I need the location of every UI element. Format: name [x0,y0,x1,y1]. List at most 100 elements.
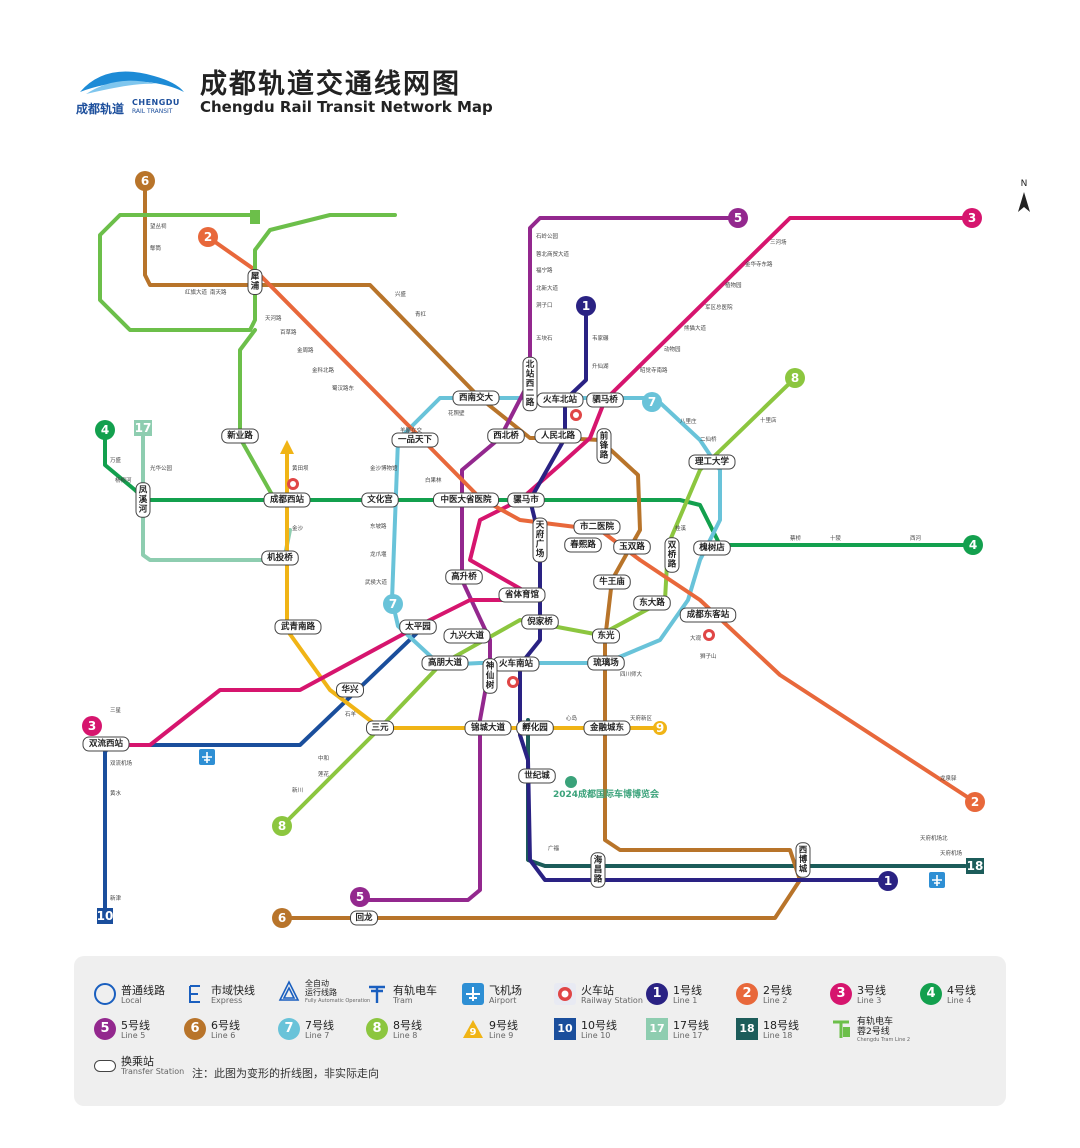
airport-icon [462,983,484,1005]
transfer-station[interactable]: 东光 [592,628,620,644]
svg-text:黄田坝: 黄田坝 [292,464,309,472]
transfer-station-label: 城 [799,863,808,874]
transfer-station[interactable]: 高升桥 [445,569,483,585]
svg-text:昭觉寺南路: 昭觉寺南路 [640,366,668,374]
transfer-station-label: 成都西站 [270,494,305,505]
transfer-station[interactable]: 锦城大道 [464,720,512,736]
transfer-station[interactable]: 一品天下 [391,432,439,448]
svg-text:五块石: 五块石 [536,334,553,342]
svg-text:大观: 大观 [690,634,702,642]
transfer-station[interactable]: 火车南站 [492,656,540,672]
transfer-station[interactable]: 槐树店 [693,540,731,556]
transfer-station[interactable]: 西南交大 [452,390,500,406]
svg-text:军区总医院: 军区总医院 [705,303,733,311]
transfer-station[interactable]: 新业路 [221,428,259,444]
transfer-station[interactable]: 神仙树 [482,658,498,694]
automatic-line-icon [278,980,300,1002]
transfer-station-label: 站 [526,368,535,379]
transfer-station[interactable]: 犀浦 [247,269,263,295]
transfer-station[interactable]: 机投桥 [261,550,299,566]
page-title: 成都轨道交通线网图 [200,69,461,100]
transfer-station[interactable]: 中医大省医院 [433,492,499,508]
transfer-station[interactable]: 高朋大道 [421,655,469,671]
transfer-station[interactable]: 市二医院 [573,519,621,535]
transfer-station[interactable]: 文化宫 [361,492,399,508]
local-line-icon [94,983,116,1005]
transfer-station-label: 树 [486,679,495,690]
transfer-station-label: 槐树店 [698,542,725,553]
svg-text:狮子山: 狮子山 [700,652,717,660]
svg-text:十里店: 十里店 [760,416,777,424]
transfer-station[interactable]: 孵化园 [516,720,554,736]
transfer-station[interactable]: 太平园 [399,619,437,635]
transfer-station[interactable]: 人民北路 [534,428,582,444]
transfer-station[interactable]: 理工大学 [688,454,736,470]
transfer-station[interactable]: 西博城 [795,842,811,878]
transfer-station[interactable]: 世纪城 [518,768,556,784]
transfer-station-label: 玉双路 [619,541,645,552]
svg-text:5: 5 [734,211,742,225]
transfer-station[interactable]: 双桥路 [664,537,680,573]
transfer-station[interactable]: 九兴大道 [443,628,491,644]
transfer-station[interactable]: 东大路 [633,595,671,611]
transfer-station-label: 琉璃场 [593,657,619,668]
svg-text:天河路: 天河路 [265,314,282,322]
svg-text:望丛祠: 望丛祠 [150,222,167,230]
svg-text:金沙: 金沙 [292,524,304,532]
transfer-station-label: 西 [799,845,808,855]
transfer-station-label: 浦 [251,281,260,292]
transfer-station[interactable]: 火车北站 [536,392,584,408]
transfer-station-label: 西 [526,379,535,389]
svg-text:莲花: 莲花 [318,770,330,778]
line-4-path [103,430,967,547]
transfer-station-label: 华兴 [341,684,359,695]
transfer-station[interactable]: 成都西站 [263,492,311,508]
logo-cn-text: 成都轨道 [76,102,125,116]
line-3-path [90,216,974,747]
transfer-station-label: 仙 [486,670,495,681]
transfer-station[interactable]: 成都东客站 [679,607,737,623]
svg-text:石岭公园: 石岭公园 [536,232,559,240]
transfer-station-label: 太平园 [404,621,431,632]
svg-text:6: 6 [141,174,149,188]
transfer-station[interactable]: 琉璃场 [587,655,625,671]
network-map[interactable]: N 6 2 5 3 1 8 7 [0,0,1080,950]
svg-text:天府机场: 天府机场 [940,849,963,857]
transfer-station[interactable]: 回龙 [350,910,378,926]
transfer-station[interactable]: 牛王庙 [593,574,631,590]
svg-text:东坡路: 东坡路 [370,522,387,530]
svg-text:金华寺东路: 金华寺东路 [745,260,773,268]
tram-2-path [98,213,397,502]
transfer-station[interactable]: 驷马桥 [586,392,624,408]
transfer-station[interactable]: 前锋路 [596,428,612,464]
transfer-station[interactable]: 金融城东 [583,720,631,736]
transfer-station[interactable]: 玉双路 [613,539,651,555]
transfer-stations[interactable]: 犀浦新业路成都西站 文化宫 一品天下中医大省医院 西南交大西北桥 北站西二路火车北站人民… [82,269,811,926]
svg-text:花照壁: 花照壁 [448,409,465,417]
transfer-station[interactable]: 海昌路 [590,852,606,888]
transfer-station-label: 双流西站 [89,738,124,749]
railway-station-icon [287,409,715,688]
transfer-station[interactable]: 华兴 [336,682,364,698]
transfer-station[interactable]: 倪家桥 [521,614,559,630]
transfer-station-label: 省体育馆 [504,589,540,600]
transfer-station[interactable]: 骡马市 [507,492,545,508]
tram-line-2-icon [830,1018,852,1040]
transfer-station[interactable]: 春熙路 [564,537,602,553]
transfer-station-label: 二 [526,388,535,398]
transfer-station[interactable]: 武青南路 [274,619,322,635]
transfer-station-label: 西北桥 [493,430,519,441]
transfer-station[interactable]: 双流西站 [82,736,130,752]
svg-text:7: 7 [389,597,397,611]
transfer-station-label: 犀 [250,272,260,282]
transfer-station-label: 武青南路 [281,621,316,632]
transfer-station[interactable]: 省体育馆 [498,587,546,603]
transfer-station[interactable]: 西北桥 [487,428,525,444]
svg-text:桂溪: 桂溪 [675,524,687,532]
transfer-station[interactable]: 凤溪河 [135,482,151,518]
transfer-station-label: 博 [799,854,808,865]
transfer-station[interactable]: 三元 [366,720,394,736]
transfer-station-label: 九兴大道 [449,630,485,641]
